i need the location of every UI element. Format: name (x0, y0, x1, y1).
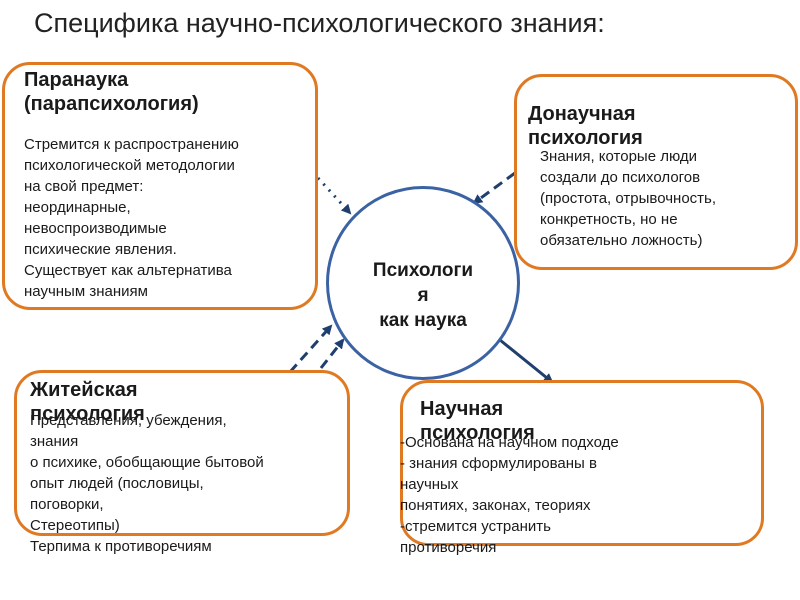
arrow-zhiteyskaya-1 (288, 324, 333, 373)
nauchnaya-title: Научная психология (420, 398, 535, 444)
box-paranauka (2, 62, 318, 310)
donauchnaya-text: Знания, которые люди создали до психолог… (540, 148, 717, 249)
donauchnaya-title: Донаучная психология (528, 103, 643, 149)
arrow-nauchnaya (499, 338, 554, 384)
zhiteyskaya-title: Житейская психология (30, 379, 145, 425)
nauchnaya-text: -Основана на научном подходе - знания сф… (400, 434, 619, 556)
page-title: Специфика научно-психологического знания… (34, 8, 605, 38)
paranauka-text: Стремится к распространению психологичес… (24, 136, 239, 300)
box-donauchnaya (514, 74, 798, 270)
arrow-paranauka (316, 176, 352, 215)
zhiteyskaya-text: Представления, убеждения, знания о психи… (30, 412, 264, 555)
paranauka-title: Паранаука (парапсихология) (24, 69, 199, 115)
box-nauchnaya (400, 380, 764, 546)
center-label: Психологи я как наука (372, 260, 474, 331)
arrow-zhiteyskaya-2 (319, 338, 345, 369)
box-zhiteyskaya (14, 370, 350, 536)
center-circle (326, 186, 520, 380)
arrow-donauchnaya (472, 171, 516, 205)
